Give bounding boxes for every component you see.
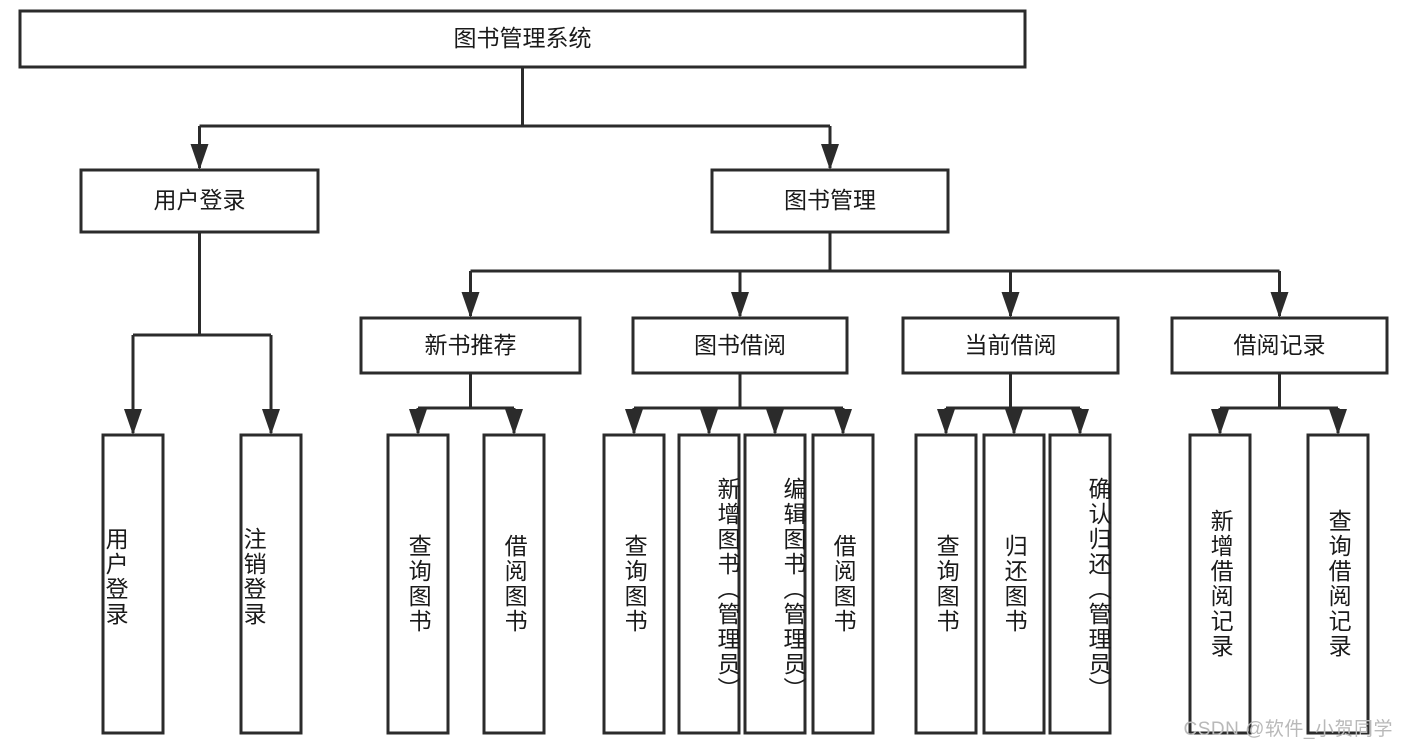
arrow-head-leaf-confirm-return [1071, 409, 1089, 435]
arrow-head-leaf-edit-book [766, 409, 784, 435]
node-box-leaf-logout[interactable] [239, 433, 303, 735]
node-box-leaf-return-book[interactable] [982, 433, 1046, 735]
arrow-head-leaf-query-book-3 [937, 409, 955, 435]
arrow-head-user-login [190, 144, 209, 170]
arrow-head-borrow-record [1270, 292, 1289, 318]
node-box-borrow-record[interactable] [1170, 316, 1389, 375]
arrow-head-leaf-user-login [124, 409, 142, 435]
node-box-leaf-user-login[interactable] [101, 433, 165, 735]
node-box-leaf-borrow-book-1[interactable] [482, 433, 546, 735]
arrow-head-leaf-add-book [700, 409, 718, 435]
arrow-head-book-manage [821, 144, 839, 170]
arrow-head-leaf-query-record [1329, 409, 1347, 435]
node-box-book-manage[interactable] [710, 168, 950, 234]
node-box-book-borrow[interactable] [631, 316, 849, 375]
node-box-leaf-query-record[interactable] [1306, 433, 1370, 735]
arrow-head-book-borrow [731, 292, 749, 318]
csdn-watermark: CSDN @软件_小贺同学 [1183, 719, 1393, 740]
node-box-root[interactable] [18, 9, 1027, 69]
connector-layer [124, 67, 1347, 435]
node-box-leaf-borrow-book-2[interactable] [811, 433, 875, 735]
arrow-head-new-book-recommend [461, 292, 480, 318]
node-box-leaf-confirm-return[interactable] [1048, 433, 1112, 735]
arrow-head-leaf-borrow-book-1 [505, 409, 523, 435]
arrow-head-leaf-logout [262, 409, 280, 435]
node-box-current-borrow[interactable] [901, 316, 1120, 375]
node-box-leaf-query-book-1[interactable] [386, 433, 450, 735]
node-box-layer [18, 9, 1389, 735]
node-box-leaf-query-book-3[interactable] [914, 433, 978, 735]
node-box-leaf-add-book[interactable] [677, 433, 741, 735]
arrow-head-current-borrow [1001, 292, 1020, 318]
arrow-head-leaf-query-book-2 [625, 409, 643, 435]
node-box-user-login[interactable] [79, 168, 320, 234]
arrow-head-leaf-return-book [1005, 409, 1023, 435]
node-box-leaf-query-book-2[interactable] [602, 433, 666, 735]
node-box-new-book-recommend[interactable] [359, 316, 582, 375]
node-box-leaf-edit-book[interactable] [743, 433, 807, 735]
arrow-head-leaf-borrow-book-2 [834, 409, 852, 435]
arrow-head-leaf-add-record [1211, 409, 1229, 435]
node-box-leaf-add-record[interactable] [1188, 433, 1252, 735]
arrow-head-leaf-query-book-1 [409, 409, 427, 435]
